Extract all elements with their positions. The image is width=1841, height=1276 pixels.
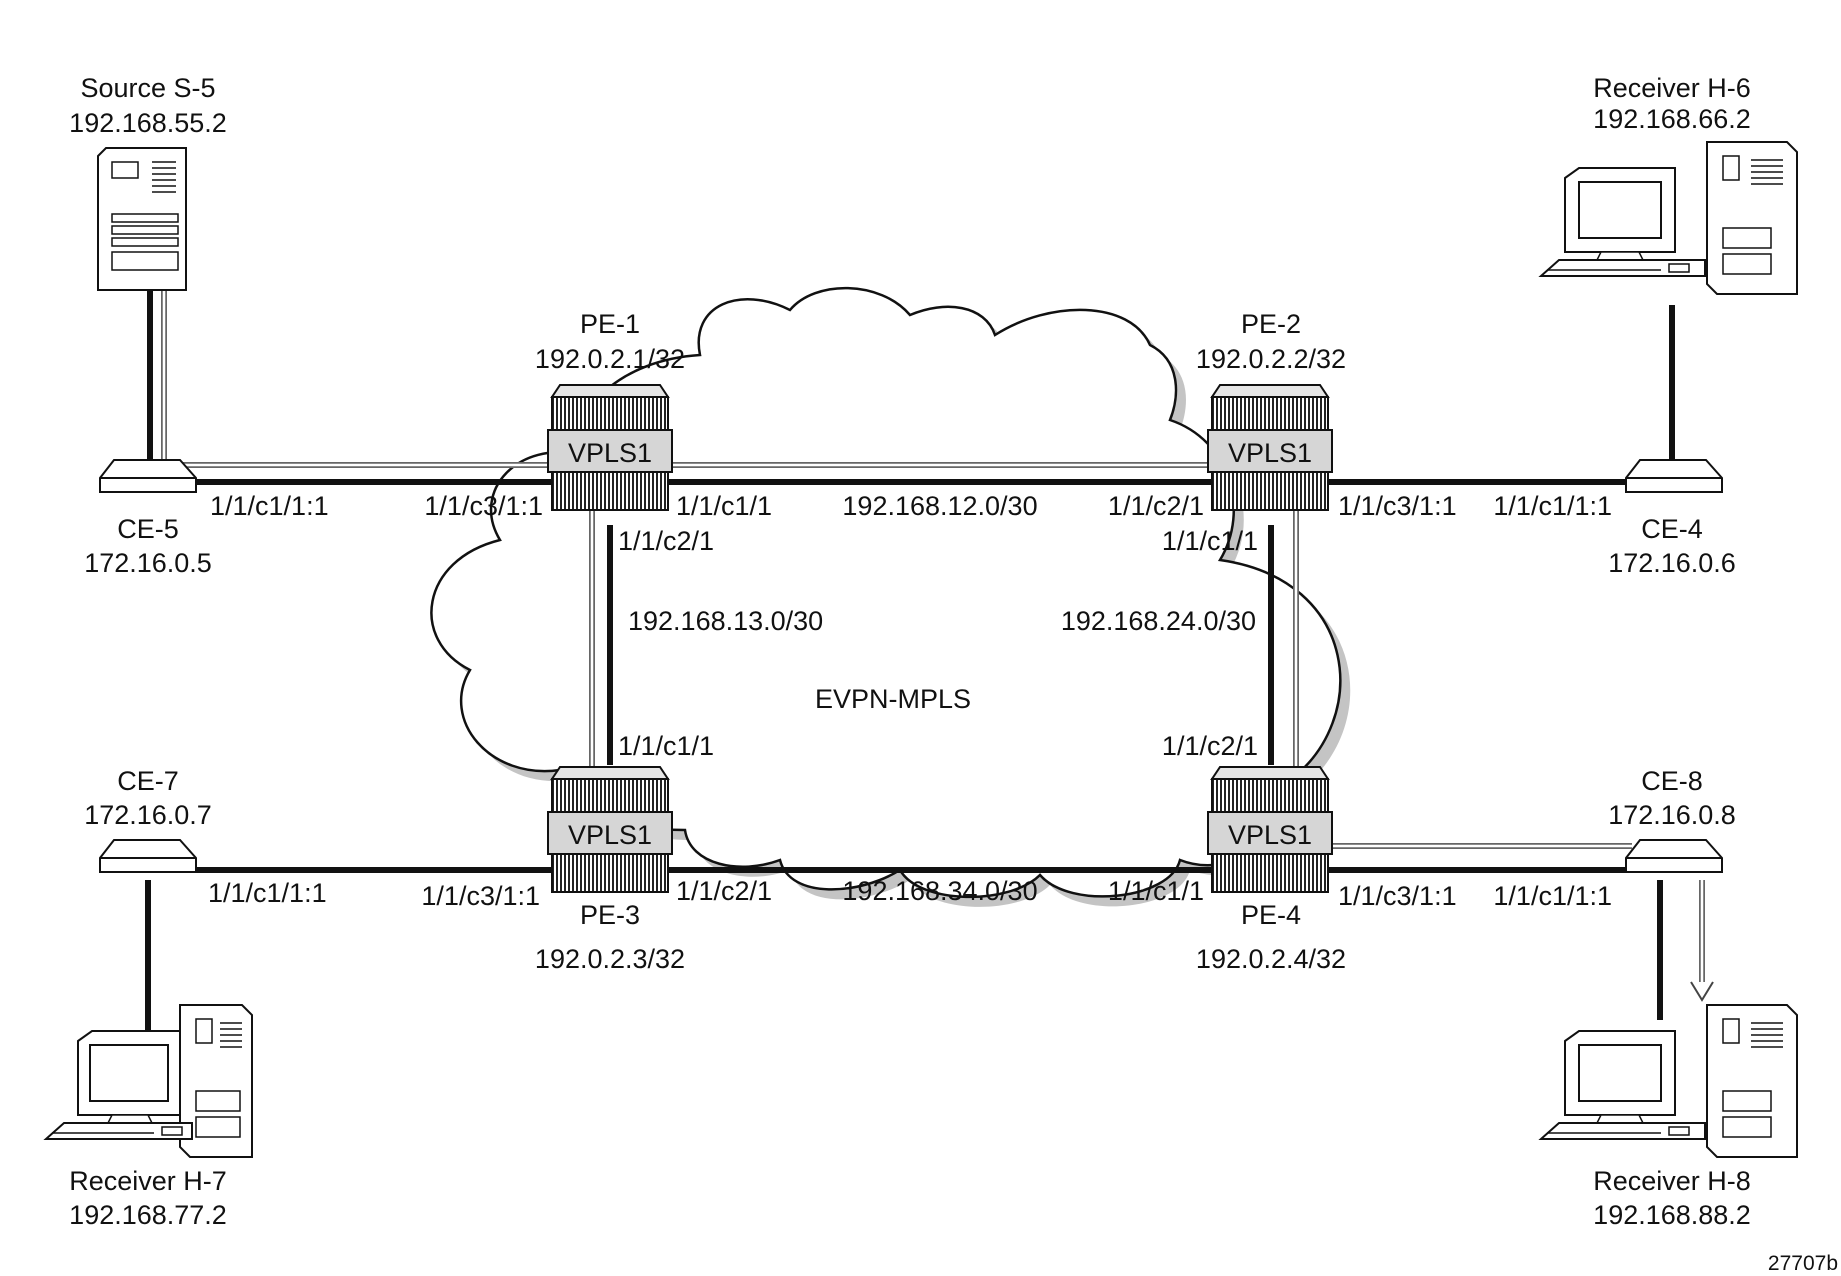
subnet-pe1-pe2: 192.168.12.0/30 <box>842 491 1037 521</box>
pe1-ip: 192.0.2.1/32 <box>535 344 685 374</box>
subnet-pe3-pe4: 192.168.34.0/30 <box>842 876 1037 906</box>
server-icon[interactable] <box>97 147 187 291</box>
node-labels: Source S-5 192.168.55.2 Receiver H-6 192… <box>69 73 1751 1230</box>
port-pe3-pe4: 1/1/c2/1 <box>676 876 772 906</box>
workstation-icon-h6[interactable] <box>1538 141 1798 295</box>
pe2-router[interactable]: VPLS1 <box>1207 384 1333 511</box>
ce8-ip: 172.16.0.8 <box>1608 800 1736 830</box>
ce7-ip: 172.16.0.7 <box>84 800 212 830</box>
h6-ip: 192.168.66.2 <box>1593 104 1751 134</box>
ce5-switch[interactable] <box>99 459 197 493</box>
h8-ip: 192.168.88.2 <box>1593 1200 1751 1230</box>
ce4-name: CE-4 <box>1641 514 1703 544</box>
port-pe3-ce7: 1/1/c3/1:1 <box>421 881 540 911</box>
port-pe4-pe2: 1/1/c2/1 <box>1162 731 1258 761</box>
pe2-vpls-label: VPLS1 <box>1228 438 1312 468</box>
pe3-router[interactable]: VPLS1 <box>547 766 673 893</box>
pe1-name: PE-1 <box>580 309 640 339</box>
ce7-switch[interactable] <box>99 839 197 873</box>
pe4-name: PE-4 <box>1241 900 1301 930</box>
pe3-vpls-label: VPLS1 <box>568 820 652 850</box>
pe2-ip: 192.0.2.2/32 <box>1196 344 1346 374</box>
ce7-name: CE-7 <box>117 766 179 796</box>
port-ce7-pe3: 1/1/c1/1:1 <box>208 878 327 908</box>
port-ce5-pe1: 1/1/c1/1:1 <box>210 491 329 521</box>
port-pe4-ce8: 1/1/c3/1:1 <box>1338 881 1457 911</box>
pe4-vpls-label: VPLS1 <box>1228 820 1312 850</box>
port-pe1-ce5: 1/1/c3/1:1 <box>424 491 543 521</box>
ce5-name: CE-5 <box>117 514 179 544</box>
port-pe4-pe3: 1/1/c1/1 <box>1108 876 1204 906</box>
figure-id: 27707b <box>1768 1252 1838 1275</box>
port-ce8-pe4: 1/1/c1/1:1 <box>1493 881 1612 911</box>
port-pe2-pe4: 1/1/c1/1 <box>1162 526 1258 556</box>
h7-ip: 192.168.77.2 <box>69 1200 227 1230</box>
links <box>145 290 1675 1030</box>
pe2-name: PE-2 <box>1241 309 1301 339</box>
port-labels: 1/1/c1/1:1 1/1/c3/1:1 1/1/c1/1 1/1/c2/1 … <box>208 491 1612 911</box>
port-pe2-pe1: 1/1/c2/1 <box>1108 491 1204 521</box>
pe4-ip: 192.0.2.4/32 <box>1196 944 1346 974</box>
ce4-ip: 172.16.0.6 <box>1608 548 1736 578</box>
h8-name: Receiver H-8 <box>1593 1166 1751 1196</box>
cloud-label: EVPN-MPLS <box>815 684 971 714</box>
workstation-icon-h8[interactable] <box>1538 1004 1798 1158</box>
subnet-labels: 192.168.12.0/30 192.168.13.0/30 192.168.… <box>628 491 1256 906</box>
pe3-ip: 192.0.2.3/32 <box>535 944 685 974</box>
multicast-path <box>161 290 1714 1002</box>
workstation-icon-h7[interactable] <box>43 1004 253 1158</box>
port-pe1-pe3: 1/1/c2/1 <box>618 526 714 556</box>
subnet-pe1-pe3: 192.168.13.0/30 <box>628 606 823 636</box>
port-pe1-pe2: 1/1/c1/1 <box>676 491 772 521</box>
ce5-ip: 172.16.0.5 <box>84 548 212 578</box>
subnet-pe2-pe4: 192.168.24.0/30 <box>1061 606 1256 636</box>
port-ce4-pe2: 1/1/c1/1:1 <box>1493 491 1612 521</box>
ce8-switch[interactable] <box>1625 839 1723 873</box>
pe1-router[interactable]: VPLS1 <box>547 384 673 511</box>
ce8-name: CE-8 <box>1641 766 1703 796</box>
port-pe2-ce4: 1/1/c3/1:1 <box>1338 491 1457 521</box>
h7-name: Receiver H-7 <box>69 1166 227 1196</box>
pe1-vpls-label: VPLS1 <box>568 438 652 468</box>
s5-name: Source S-5 <box>80 73 215 103</box>
pe3-name: PE-3 <box>580 900 640 930</box>
s5-ip: 192.168.55.2 <box>69 108 227 138</box>
port-pe3-pe1: 1/1/c1/1 <box>618 731 714 761</box>
h6-name: Receiver H-6 <box>1593 73 1751 103</box>
pe4-router[interactable]: VPLS1 <box>1207 766 1333 893</box>
ce4-switch[interactable] <box>1625 459 1723 493</box>
